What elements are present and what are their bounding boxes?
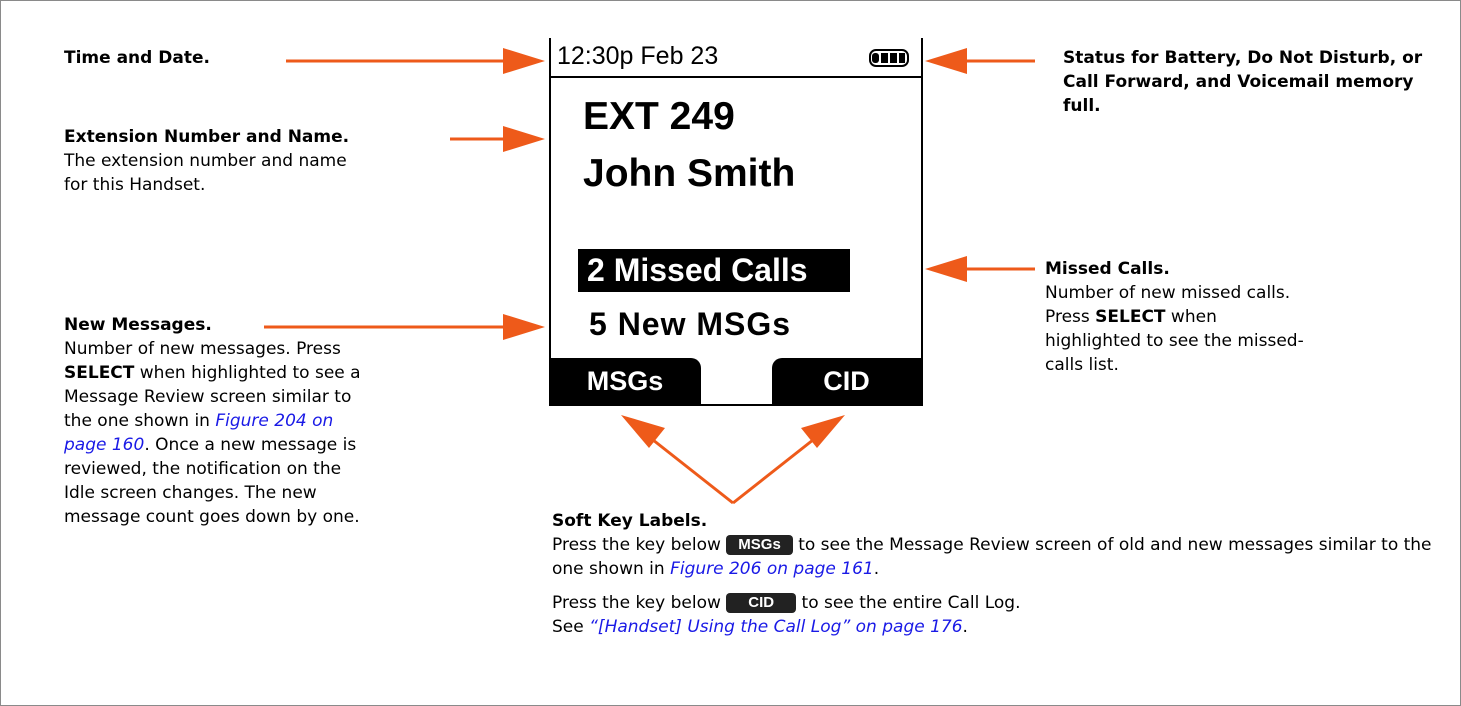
- callout-extension-body: The extension number and name for this H…: [64, 151, 347, 195]
- new-messages-label[interactable]: 5 New MSGs: [589, 306, 792, 342]
- callout-softkeys: Soft Key Labels. Press the key below MSG…: [552, 509, 1432, 639]
- arrowhead-softkey-right: [801, 415, 845, 448]
- softkeys-text-3a: See: [552, 617, 590, 637]
- missed-calls-highlight[interactable]: [578, 249, 850, 292]
- status-bar: 12:30p Feb 23: [549, 38, 923, 78]
- figure-206-link[interactable]: Figure 206 on page 161: [670, 559, 874, 579]
- handset-idle-screen: [549, 38, 923, 406]
- inline-cid-key: CID: [726, 593, 797, 613]
- arrowhead-status: [925, 48, 967, 74]
- callout-softkeys-title: Soft Key Labels.: [552, 511, 708, 531]
- time-date: 12:30p Feb 23: [557, 42, 719, 70]
- select-key-name: SELECT: [64, 363, 135, 383]
- callout-time-date-title: Time and Date.: [64, 48, 210, 68]
- callout-status: Status for Battery, Do Not Disturb, or C…: [1063, 46, 1443, 118]
- softkeys-text-1a: Press the key below: [552, 535, 727, 555]
- figure-204-link[interactable]: Figure 204 on page 160: [64, 411, 334, 455]
- callout-extension-title: Extension Number and Name.: [64, 127, 350, 147]
- callout-new-messages-title: New Messages.: [64, 315, 212, 335]
- callout-time-date: Time and Date.: [64, 46, 274, 70]
- arrow-softkey-left: [647, 434, 734, 505]
- callout-new-messages-body-1: Number of new messages. Press: [64, 339, 341, 359]
- softkeys-para-2: Press the key below CID to see the entir…: [552, 591, 1432, 639]
- softkeys-text-1c: .: [873, 559, 880, 579]
- extension-name: John Smith: [583, 152, 796, 195]
- softkeys-text-1b: to see the Message Review screen of old …: [552, 535, 1432, 579]
- callout-missed-calls-body-1: Number of new missed calls. Press: [1045, 283, 1291, 327]
- callout-new-messages-body-3: . Once a new message is reviewed, the no…: [64, 435, 360, 527]
- softkeys-text-3b: .: [962, 617, 968, 637]
- softkey-msgs[interactable]: MSGs: [549, 358, 701, 404]
- missed-calls-label: 2 Missed Calls: [587, 252, 808, 288]
- softkeys-text-2a: Press the key below: [552, 593, 727, 613]
- call-log-link[interactable]: “[Handset] Using the Call Log” on page 1…: [589, 617, 963, 637]
- callout-new-messages-body-2: when highlighted to see a Message Review…: [64, 363, 361, 431]
- callout-missed-calls: Missed Calls. Number of new missed calls…: [1045, 257, 1305, 377]
- arrowhead-extension: [503, 126, 545, 152]
- softkeys-text-2b: to see the entire Call Log.: [796, 593, 1021, 613]
- select-key-name-2: SELECT: [1095, 307, 1166, 327]
- softkeys-para-1: Press the key below MSGs to see the Mess…: [552, 533, 1432, 581]
- battery-icon: [869, 49, 909, 67]
- arrowhead-softkey-left: [621, 415, 665, 448]
- arrow-softkey-right: [732, 434, 819, 505]
- softkey-cid[interactable]: CID: [772, 358, 921, 404]
- arrowhead-missed-calls: [925, 256, 967, 282]
- arrowhead-time-date: [503, 48, 545, 74]
- callout-missed-calls-body-2: when highlighted to see the missed-calls…: [1045, 307, 1304, 375]
- arrowhead-new-messages: [503, 314, 545, 340]
- callout-extension: Extension Number and Name. The extension…: [64, 125, 394, 197]
- callout-new-messages: New Messages. Number of new messages. Pr…: [64, 313, 364, 529]
- callout-missed-calls-title: Missed Calls.: [1045, 259, 1170, 279]
- inline-msgs-key: MSGs: [726, 535, 793, 555]
- callout-status-title: Status for Battery, Do Not Disturb, or C…: [1063, 48, 1423, 116]
- extension-number: EXT 249: [583, 95, 735, 138]
